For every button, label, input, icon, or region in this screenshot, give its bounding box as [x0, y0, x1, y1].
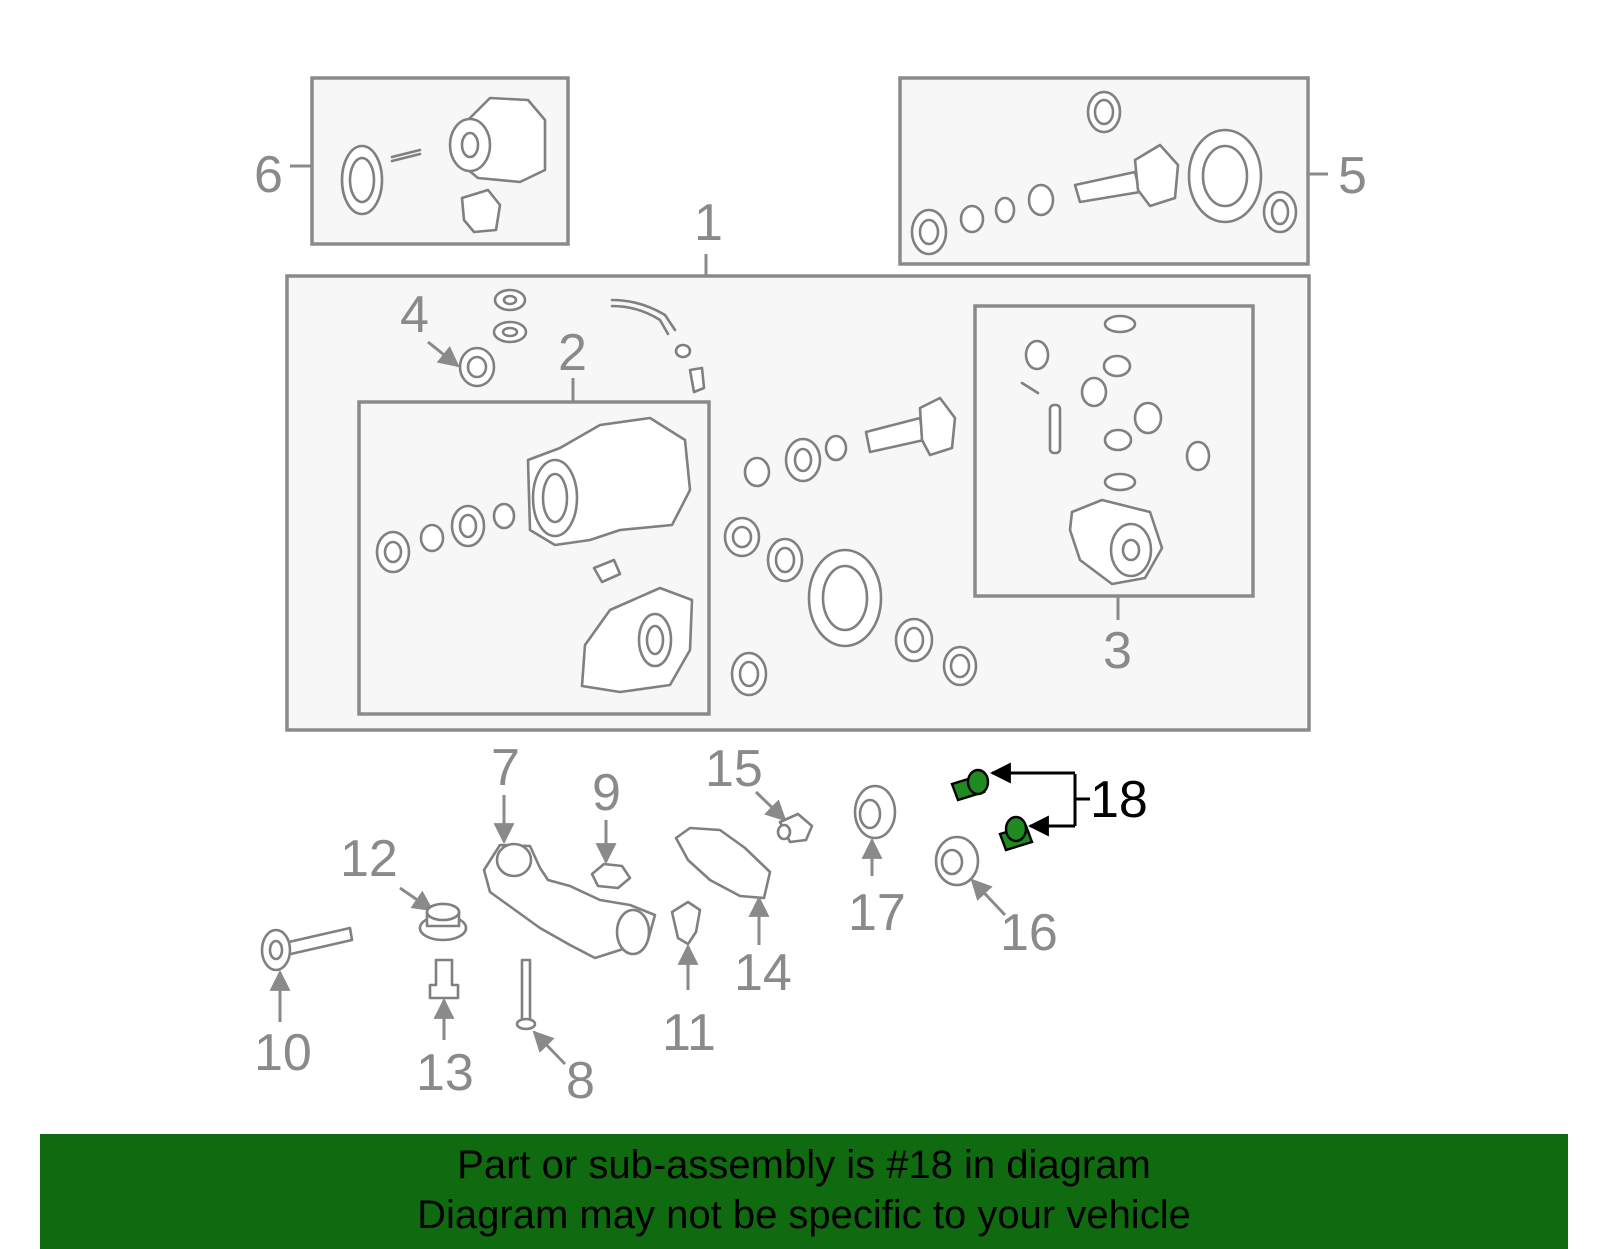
bracket-part-11	[670, 900, 702, 946]
breather-hose-part	[610, 298, 677, 336]
info-banner: Part or sub-assembly is #18 in diagram D…	[40, 1134, 1568, 1249]
callout-9: 9	[592, 764, 621, 822]
highlighted-part-18[interactable]	[950, 768, 1034, 852]
bracket-part	[460, 188, 502, 234]
subassembly-box-2	[357, 400, 711, 716]
callout-11: 11	[662, 1004, 716, 1062]
subassembly-box-6	[310, 76, 570, 246]
callout-13: 13	[416, 1044, 474, 1102]
callout-14: 14	[734, 944, 792, 1002]
callout-15: 15	[705, 740, 763, 798]
callout-10: 10	[254, 1024, 312, 1082]
bolt-part-8	[520, 958, 532, 1024]
callout-12: 12	[340, 830, 398, 888]
stud-part	[390, 148, 422, 163]
pinion-gear-part	[1133, 143, 1180, 208]
callout-1: 1	[694, 194, 723, 252]
bolt-part-13	[428, 958, 460, 1000]
callout-3: 3	[1103, 622, 1132, 680]
spacer-part	[1027, 183, 1055, 217]
callout-8: 8	[566, 1052, 595, 1110]
callout-4: 4	[400, 286, 429, 344]
assembly-box-1	[285, 274, 1311, 732]
callout-18: 18	[1090, 771, 1148, 829]
callout-16: 16	[1000, 904, 1058, 962]
callout-6: 6	[254, 146, 283, 204]
washer-part	[994, 196, 1016, 224]
callout-5: 5	[1338, 147, 1367, 205]
carrier-cover-part	[580, 586, 694, 694]
banner-line-2: Diagram may not be specific to your vehi…	[417, 1193, 1191, 1237]
support-member-part-7	[482, 843, 657, 960]
subassembly-box-3	[973, 304, 1255, 598]
callout-7: 7	[491, 739, 520, 797]
nut-part-9	[590, 862, 632, 890]
bracket-part-14	[674, 826, 772, 900]
subassembly-box-5	[898, 76, 1310, 266]
nut-part	[959, 204, 985, 234]
callout-17: 17	[848, 884, 906, 942]
banner-line-1: Part or sub-assembly is #18 in diagram	[457, 1143, 1151, 1187]
callout-2: 2	[558, 324, 587, 382]
